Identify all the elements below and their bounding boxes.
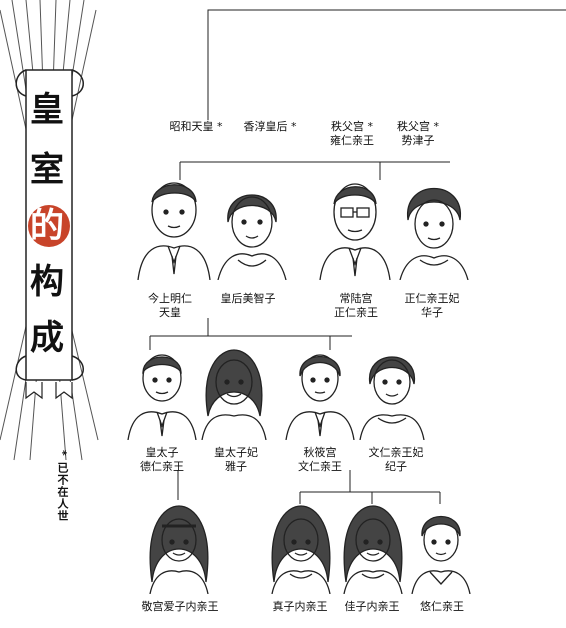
portrait-akishino [285,354,355,440]
deceased-note: * 已不在人世 [56,450,69,522]
label-masako: 皇太子妃 雅子 [214,446,258,473]
portrait-naruhito [127,354,197,440]
label-kiko: 文仁亲王妃 纪子 [368,446,424,473]
label-aiko: 敬宫爱子内亲王 [141,600,219,613]
label-kako: 佳子内亲王 [344,600,400,613]
title-char-5: 成 [30,318,64,358]
portrait-hanako [399,188,469,280]
label-michiko: 皇后美智子 [220,292,276,305]
label-showa: 昭和天皇 * [169,120,223,133]
portrait-kiko [359,356,425,440]
portrait-mako [271,505,331,594]
portrait-hisahito [411,515,471,594]
title-char-4: 构 [30,262,64,302]
title-char-3: 的 [30,206,64,246]
label-hitachi: 常陆宫 正仁亲王 [334,292,378,319]
label-naruhito: 皇太子 德仁亲王 [140,446,184,473]
label-mako: 真子内亲王 [272,600,328,613]
label-hanako: 正仁亲王妃 华子 [404,292,460,319]
title-banner [0,0,99,461]
portrait-michiko [217,194,287,280]
portrait-masako [201,349,267,440]
label-hisahito: 悠仁亲王 [420,600,464,613]
label-chichibu-f: 秩父宫 * 势津子 [397,120,439,147]
portrait-akihito [137,182,211,280]
portrait-kako [343,505,403,594]
title-char-1: 皇 [30,90,64,130]
label-chichibu-m: 秩父宫 * 雍仁亲王 [330,120,374,147]
portrait-hitachi [319,183,391,280]
portrait-aiko [149,505,209,594]
label-akihito: 今上明仁 天皇 [148,292,192,319]
label-akishino: 秋筱宫 文仁亲王 [298,446,342,473]
title-char-2: 室 [30,150,64,190]
label-kojun: 香淳皇后 * [243,120,297,133]
